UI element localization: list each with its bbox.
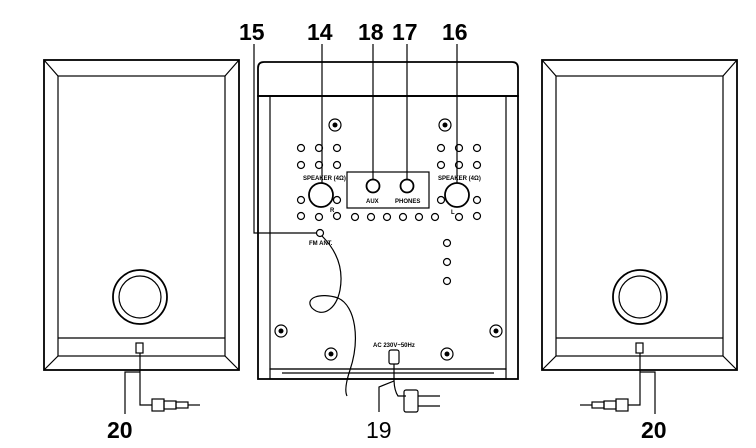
- speaker-terminal-l: [444, 182, 470, 222]
- screw: [489, 324, 503, 338]
- right-speaker: [541, 59, 738, 412]
- power-cord: [393, 364, 406, 397]
- aux-jack: [365, 178, 381, 194]
- power-cord-exit: [388, 349, 400, 365]
- callout-15: 15: [239, 19, 265, 45]
- speaker-l-label: SPEAKER (4Ω): [438, 176, 481, 182]
- callout-16: 16: [442, 19, 468, 45]
- fm-ant-label: FM ANT.: [309, 241, 333, 247]
- speaker-r-label: SPEAKER (4Ω): [303, 176, 346, 182]
- jack-panel: [346, 171, 430, 209]
- r-label: R: [330, 208, 335, 214]
- vent-holes-row: [350, 212, 452, 286]
- callout-17: 17: [392, 19, 418, 45]
- phones-jack: [399, 178, 415, 194]
- screw: [324, 347, 338, 361]
- phones-label: PHONES: [395, 199, 420, 205]
- right-speaker-port: [612, 269, 668, 325]
- callout-19: 19: [366, 417, 392, 443]
- left-speaker-port: [112, 269, 168, 325]
- screw: [440, 347, 454, 361]
- aux-label: AUX: [366, 199, 379, 205]
- main-unit: SPEAKER (4Ω) SPEAKER (4Ω) R L AUX PHONES…: [257, 61, 519, 413]
- callout-18: 18: [358, 19, 384, 45]
- screw: [274, 324, 288, 338]
- left-speaker: [43, 59, 240, 412]
- ac-label: AC 230V~50Hz: [373, 343, 415, 349]
- callout-14: 14: [307, 19, 333, 45]
- l-label: L: [451, 210, 455, 216]
- screw: [438, 118, 452, 132]
- fm-antenna-socket: [315, 228, 325, 238]
- speaker-terminal-r: [308, 182, 334, 222]
- vent-holes-right: [436, 143, 482, 221]
- callout-20-left: 20: [107, 417, 133, 443]
- power-plug: [403, 389, 440, 413]
- callout-20-right: 20: [641, 417, 667, 443]
- leader-lines: [124, 44, 656, 414]
- fm-antenna-wire: [309, 235, 356, 397]
- screw: [328, 118, 342, 132]
